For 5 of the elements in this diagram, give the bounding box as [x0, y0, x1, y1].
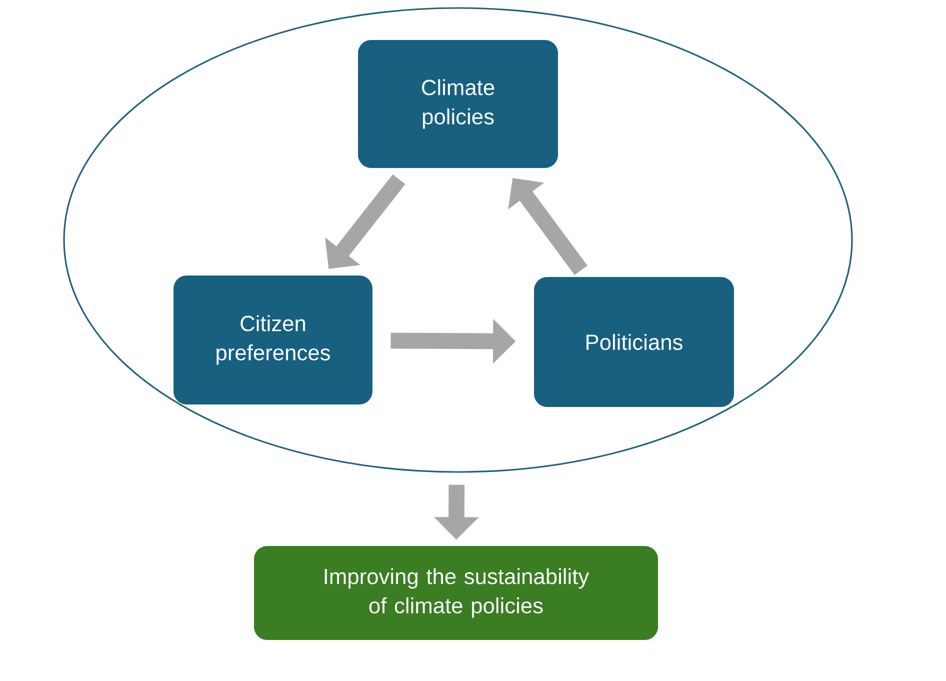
process-box: Politicians [534, 277, 734, 408]
outcome-box: Improving the sustainability of climate policies [254, 546, 658, 640]
process-box: Climate policies [358, 40, 558, 168]
process-box: Citizen preferences [174, 276, 372, 404]
ellipse-outline [63, 7, 853, 473]
